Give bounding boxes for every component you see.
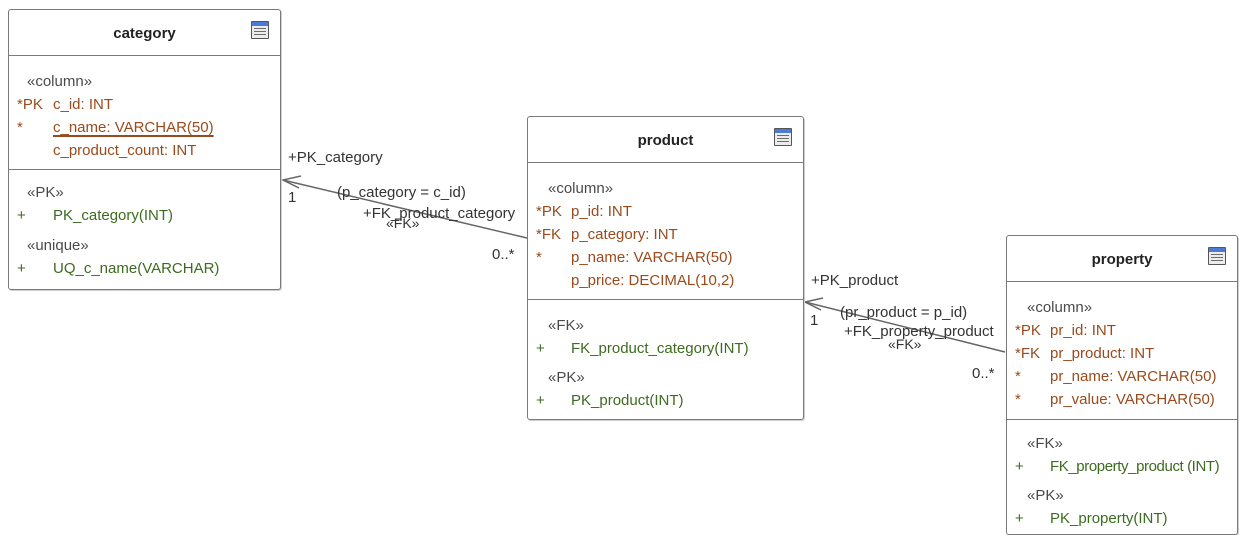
table-property[interactable]: property «column» *PK pr_id: INT *FK pr_…: [1006, 235, 1238, 535]
operation-stereotype: «FK»: [1027, 435, 1063, 452]
relation-stereotype: «FK»: [888, 336, 922, 352]
column-name: pr_name: VARCHAR(50): [1050, 368, 1217, 385]
operation-marker: +: [536, 392, 545, 409]
column-name: p_price: DECIMAL(10,2): [571, 272, 735, 289]
operation-marker: +: [536, 340, 545, 357]
column-marker: *: [1015, 391, 1021, 408]
operation-marker: +: [1015, 458, 1024, 475]
column-marker: *: [1015, 368, 1021, 385]
arrowhead-icon: [280, 175, 302, 189]
table-category[interactable]: category «column» *PK c_id: INT * c_name…: [8, 9, 281, 290]
operation-marker: +: [1015, 510, 1024, 527]
operations-section: «FK» + FK_property_product (INT) «PK» + …: [1007, 420, 1237, 532]
relation-source-multiplicity: 0..*: [492, 246, 515, 263]
product-category-connector[interactable]: [280, 175, 528, 239]
table-product[interactable]: product «column» *PK p_id: INT *FK p_cat…: [527, 116, 804, 420]
operations-section: «PK» + PK_category(INT) «unique» + UQ_c_…: [9, 170, 280, 288]
column-name: c_product_count: INT: [53, 142, 197, 159]
operations-section: «FK» + FK_product_category(INT) «PK» + P…: [528, 300, 803, 418]
column-marker: *PK: [17, 96, 43, 113]
operation-name: PK_property(INT): [1050, 510, 1168, 527]
operation-name: PK_category(INT): [53, 207, 174, 224]
column-marker: *PK: [1015, 322, 1041, 339]
relation-stereotype: «FK»: [386, 215, 420, 231]
column-name: pr_product: INT: [1050, 345, 1155, 362]
column-name: pr_id: INT: [1050, 322, 1116, 339]
column-name: c_name: VARCHAR(50): [53, 119, 214, 136]
operation-name: FK_product_category(INT): [571, 340, 749, 357]
column-stereotype: «column»: [1027, 299, 1093, 316]
table-header: product: [528, 117, 803, 163]
relation-target-multiplicity: 1: [288, 189, 297, 206]
relation-condition: (pr_product = p_id): [840, 304, 968, 321]
table-name: category: [113, 25, 176, 42]
column-name: p_id: INT: [571, 203, 632, 220]
property-product-connector[interactable]: [802, 297, 1006, 353]
relation-condition: (p_category = c_id): [337, 184, 466, 201]
table-icon: [251, 21, 269, 39]
operation-marker: +: [17, 207, 26, 224]
column-marker: *FK: [536, 226, 562, 243]
table-name: product: [637, 132, 694, 149]
operation-stereotype: «FK»: [548, 317, 584, 334]
column-marker: *: [17, 119, 23, 136]
arrowhead-icon: [802, 297, 824, 311]
operation-stereotype: «PK»: [1027, 487, 1064, 504]
relation-source-multiplicity: 0..*: [972, 365, 995, 382]
operation-name: FK_property_product (INT): [1050, 458, 1220, 475]
column-name: c_id: INT: [53, 96, 114, 113]
operation-stereotype: «PK»: [27, 184, 64, 201]
relation-source-role: +FK_product_category: [363, 205, 516, 222]
column-name: pr_value: VARCHAR(50): [1050, 391, 1215, 408]
column-name: p_category: INT: [571, 226, 678, 243]
column-marker: *: [536, 249, 542, 266]
operation-marker: +: [17, 260, 26, 277]
column-marker: *FK: [1015, 345, 1041, 362]
operation-stereotype: «PK»: [548, 369, 585, 386]
relation-target-multiplicity: 1: [810, 312, 819, 329]
table-header: property: [1007, 236, 1237, 282]
columns-section: «column» *PK c_id: INT * c_name: VARCHAR…: [9, 56, 280, 170]
column-marker: *PK: [536, 203, 562, 220]
relation-target-role: +PK_category: [288, 149, 383, 166]
relation-target-role: +PK_product: [811, 272, 899, 289]
operation-name: PK_product(INT): [571, 392, 684, 409]
relation-source-role: +FK_property_product: [844, 323, 994, 340]
operation-stereotype: «unique»: [27, 237, 89, 254]
columns-section: «column» *PK p_id: INT *FK p_category: I…: [528, 163, 803, 300]
columns-section: «column» *PK pr_id: INT *FK pr_product: …: [1007, 282, 1237, 420]
operation-name: UQ_c_name(VARCHAR): [53, 260, 220, 277]
column-stereotype: «column»: [27, 73, 93, 90]
table-header: category: [9, 10, 280, 56]
table-icon: [774, 128, 792, 146]
table-icon: [1208, 247, 1226, 265]
table-name: property: [1091, 251, 1153, 268]
column-stereotype: «column»: [548, 180, 614, 197]
column-name: p_name: VARCHAR(50): [571, 249, 733, 266]
